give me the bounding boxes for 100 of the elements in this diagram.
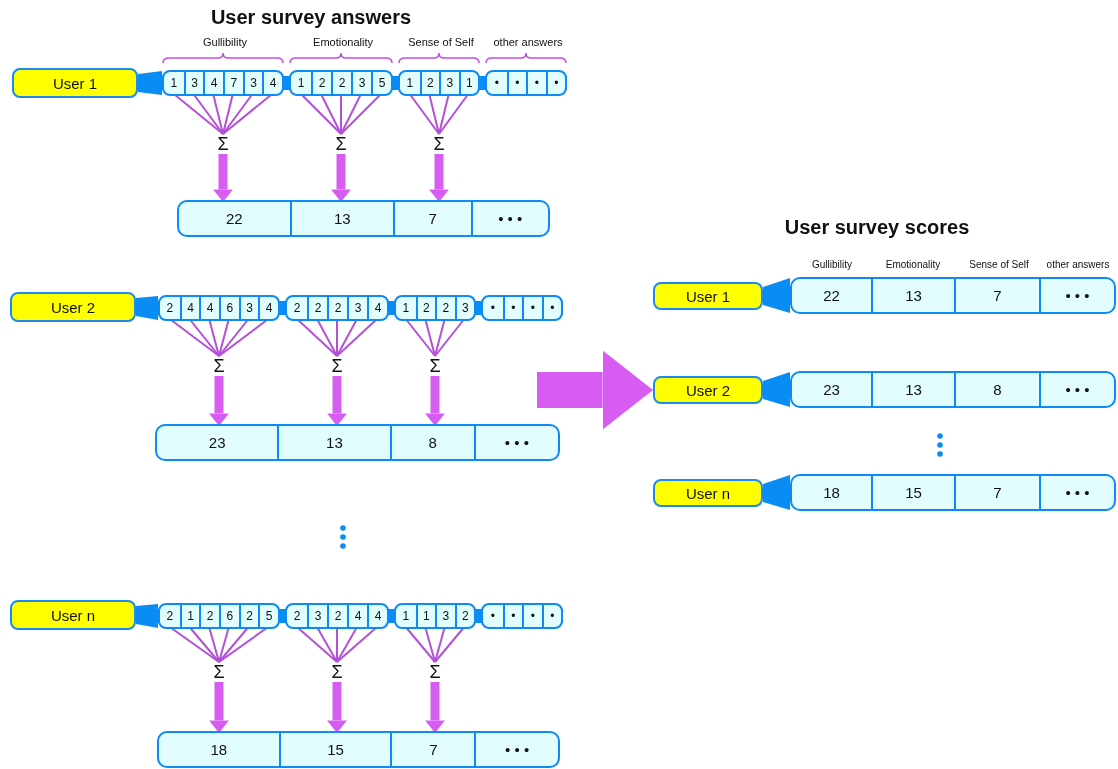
answer-strip xyxy=(162,70,567,96)
answer-cell: 5 xyxy=(258,605,278,627)
score-cell: 13 xyxy=(871,373,954,406)
answer-cell: 2 xyxy=(327,605,347,627)
answer-cell: 4 xyxy=(367,297,387,319)
sum-symbol: Σ xyxy=(427,662,443,682)
group-label: Emotionality xyxy=(313,36,373,48)
score-cell: 23 xyxy=(792,373,871,406)
answer-cell: 2 xyxy=(287,297,307,319)
score-cell: 23 xyxy=(157,426,278,459)
score-cell: 15 xyxy=(278,733,391,766)
answer-cell: 6 xyxy=(219,605,239,627)
score-cell: 13 xyxy=(277,426,390,459)
score-bar xyxy=(790,277,1116,314)
answer-cell: 2 xyxy=(435,297,455,319)
transform-arrow xyxy=(537,350,653,430)
answer-cell: 1 xyxy=(458,72,478,94)
sum-symbol: Σ xyxy=(329,356,345,376)
group-label: other answers xyxy=(493,36,563,48)
answer-cell: 4 xyxy=(199,297,219,319)
answer-cell: 3 xyxy=(351,72,371,94)
answer-cell: 2 xyxy=(160,605,180,627)
score-cell: • • • xyxy=(1039,279,1114,312)
answer-cell: • xyxy=(483,605,503,627)
connector-wedge xyxy=(763,372,790,407)
score-cell: • • • xyxy=(474,733,558,766)
answer-cell: 4 xyxy=(262,72,282,94)
score-cell: 22 xyxy=(792,279,871,312)
answer-cell: 5 xyxy=(371,72,391,94)
answer-cell: • xyxy=(502,297,522,319)
user-tag: User n xyxy=(10,600,136,630)
score-bar xyxy=(155,424,560,461)
answer-group xyxy=(398,70,480,96)
score-cell: • • • xyxy=(1039,476,1114,509)
arrow xyxy=(213,154,233,202)
answer-cell: • xyxy=(541,605,561,627)
score-cell: • • • xyxy=(470,202,548,235)
answer-group xyxy=(285,295,389,321)
user-tag: User n xyxy=(653,479,763,507)
score-cell: 8 xyxy=(389,426,474,459)
answer-cell: • xyxy=(506,72,526,94)
answer-group xyxy=(481,295,563,321)
connector-wedge xyxy=(136,604,158,628)
group-label: Sense of Self xyxy=(408,36,474,48)
answer-group xyxy=(481,603,563,629)
score-cell: • • • xyxy=(473,426,558,459)
answer-cell: 1 xyxy=(396,605,416,627)
answer-cell: 2 xyxy=(311,72,331,94)
answer-cell: • xyxy=(483,297,503,319)
answer-group xyxy=(394,295,476,321)
arrow xyxy=(429,154,449,202)
score-cell: 8 xyxy=(954,373,1039,406)
answer-group xyxy=(485,70,567,96)
answer-cell: 2 xyxy=(307,297,327,319)
group-label: Gullibility xyxy=(203,36,247,48)
answer-cell: 3 xyxy=(307,605,327,627)
user-tag: User 2 xyxy=(10,292,136,322)
score-bar xyxy=(790,474,1116,511)
connector-wedge xyxy=(138,71,162,95)
answer-cell: 2 xyxy=(238,605,259,627)
answer-cell: 2 xyxy=(415,297,435,319)
score-cell: 13 xyxy=(871,279,954,312)
answer-group xyxy=(289,70,393,96)
answer-strip xyxy=(158,603,563,629)
column-header: other answers xyxy=(1046,259,1110,270)
answer-cell: 3 xyxy=(439,72,459,94)
answer-strip xyxy=(158,295,563,321)
column-header: Emotionality xyxy=(885,259,941,270)
answer-cell: 1 xyxy=(415,605,435,627)
user-tag: User 1 xyxy=(12,68,138,98)
sum-symbol: Σ xyxy=(211,356,227,376)
score-cell: 22 xyxy=(179,202,290,235)
score-cell: 7 xyxy=(393,202,471,235)
answer-group xyxy=(158,603,280,629)
connector-wedge xyxy=(763,475,790,510)
answer-cell: • xyxy=(487,72,507,94)
connector-wedge xyxy=(136,296,158,320)
answer-cell: 2 xyxy=(331,72,351,94)
arrow xyxy=(209,682,229,733)
arrow xyxy=(209,376,229,426)
answer-cell: 2 xyxy=(199,605,219,627)
answer-cell: • xyxy=(526,72,546,94)
arrow xyxy=(425,682,445,733)
answer-cell: • xyxy=(522,297,542,319)
answer-cell: 2 xyxy=(327,297,347,319)
answer-cell: 4 xyxy=(203,72,223,94)
answer-group xyxy=(162,70,284,96)
score-cell: 15 xyxy=(871,476,954,509)
score-bar xyxy=(157,731,560,768)
answer-cell: • xyxy=(522,605,542,627)
sum-symbol: Σ xyxy=(215,134,231,154)
answer-group xyxy=(394,603,476,629)
column-header: Sense of Self xyxy=(969,259,1029,270)
answer-cell: 1 xyxy=(164,72,184,94)
sum-symbol: Σ xyxy=(333,134,349,154)
score-cell: 18 xyxy=(792,476,871,509)
answer-group xyxy=(158,295,280,321)
score-cell: 7 xyxy=(954,476,1039,509)
score-cell: 18 xyxy=(159,733,279,766)
arrow xyxy=(331,154,351,202)
